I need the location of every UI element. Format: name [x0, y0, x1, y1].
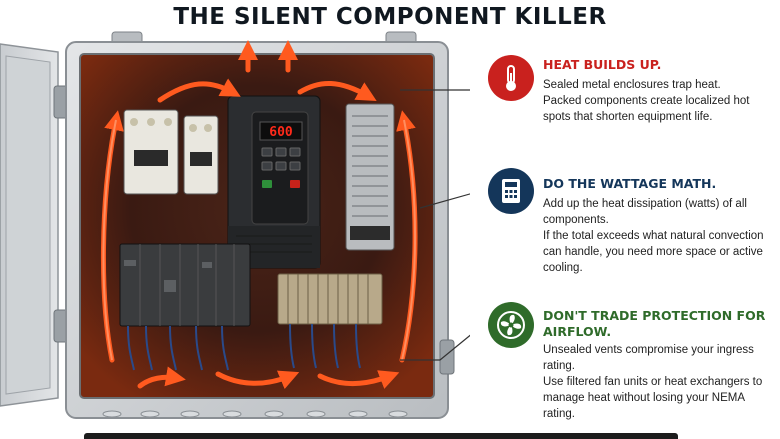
terminal-blocks	[277, 273, 383, 325]
vfd-display: 600	[269, 125, 293, 140]
callout-line: Unsealed vents compromise your ingress r…	[543, 344, 754, 372]
fan-icon	[488, 302, 534, 348]
callout-line: Use filtered fan units or heat exchanger…	[543, 376, 763, 420]
plc-modules	[119, 243, 251, 327]
callout-body: Sealed metal enclosures trap heat. Packe…	[543, 77, 771, 125]
power-supply	[345, 103, 395, 251]
bottom-bar	[84, 433, 678, 439]
callout-line: If the total exceeds what natural convec…	[543, 230, 764, 274]
callout-line: Packed components create localized hot s…	[543, 95, 750, 123]
callout-line: Sealed metal enclosures trap heat.	[543, 79, 721, 91]
callout-heading: DON'T TRADE PROTECTION FOR AIRFLOW.	[543, 308, 766, 339]
page-title: THE SILENT COMPONENT KILLER	[173, 4, 607, 30]
enclosure-illustration: 600	[0, 31, 470, 419]
thermometer-icon	[488, 55, 534, 101]
callout-body: Unsealed vents compromise your ingress r…	[543, 342, 771, 422]
calculator-icon	[488, 168, 534, 214]
callout-body: Add up the heat dissipation (watts) of a…	[543, 196, 771, 276]
callout-heading: HEAT BUILDS UP.	[543, 57, 662, 72]
vfd-drive: 600	[227, 95, 321, 269]
contactors	[123, 109, 219, 195]
callout-line: Add up the heat dissipation (watts) of a…	[543, 198, 747, 226]
callout-heading: DO THE WATTAGE MATH.	[543, 176, 717, 191]
wiring	[127, 323, 361, 371]
enclosure-door	[0, 43, 69, 407]
leader-lines	[400, 89, 470, 361]
